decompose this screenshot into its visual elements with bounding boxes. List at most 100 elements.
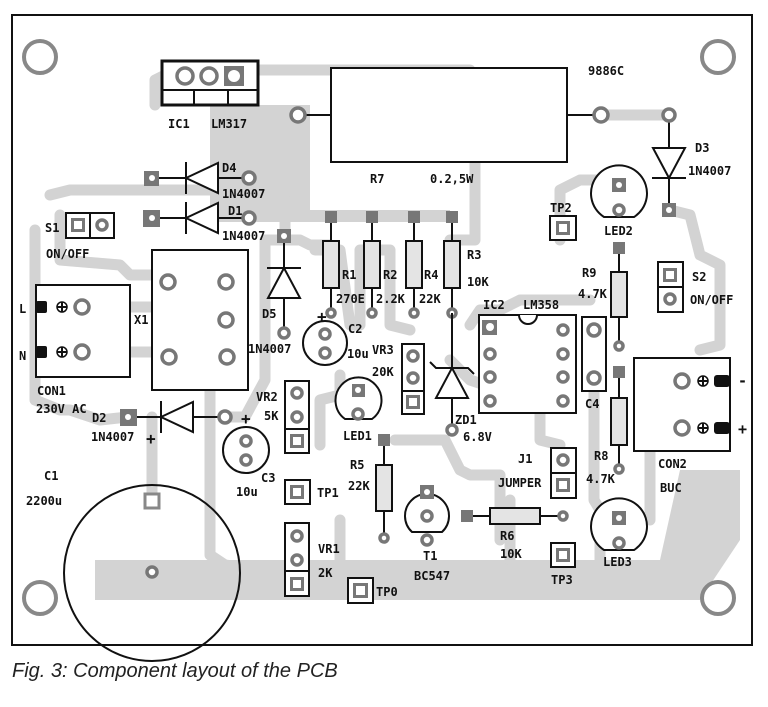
r5-label: R5 [350, 458, 364, 472]
ic2-part-label: LM358 [523, 298, 559, 312]
resistors-r1-r4 [322, 211, 461, 319]
r1-label: R1 [342, 268, 356, 282]
led3 [590, 497, 648, 551]
d3-diode [651, 107, 687, 217]
ic2-lm358 [478, 314, 577, 414]
r5-value-label: 22K [348, 479, 370, 493]
con2-connector [633, 357, 731, 452]
j1-jumper [550, 447, 577, 499]
c3-plus-label: + [241, 409, 251, 428]
r8-resistor [610, 366, 628, 475]
r4-value-label: 22K [419, 292, 441, 306]
d5-diode [266, 229, 302, 340]
x1-label: X1 [134, 313, 148, 327]
vr1-label: VR1 [318, 542, 340, 556]
mounting-hole [700, 39, 736, 75]
r7-value-label: 9886C [588, 64, 624, 78]
tp3-label: TP3 [551, 573, 573, 587]
c2-label: C2 [348, 322, 362, 336]
r7-rating-label: 0.2,5W [430, 172, 474, 186]
vr2-value-label: 5K [264, 409, 279, 423]
tp0-testpoint [347, 577, 374, 604]
s2-desc-label: ON/OFF [690, 293, 733, 307]
line-label: L [19, 302, 26, 316]
d1-part-label: 1N4007 [222, 229, 265, 243]
r8-label: R8 [594, 449, 608, 463]
r8-value-label: 4.7K [586, 472, 616, 486]
r4-label: R4 [424, 268, 438, 282]
led3-label: LED3 [603, 555, 632, 569]
c1-value-label: 2200u [26, 494, 62, 508]
r9-label: R9 [582, 266, 596, 280]
c1-plus-label: + [146, 429, 156, 448]
tp0-label: TP0 [376, 585, 398, 599]
d5-label: D5 [262, 307, 276, 321]
led1 [334, 376, 383, 421]
r6-label: R6 [500, 529, 514, 543]
con1-label: CON1 [37, 384, 66, 398]
tp2-testpoint [549, 215, 577, 241]
tp1-label: TP1 [317, 486, 339, 500]
r2-label: R2 [383, 268, 397, 282]
t1-transistor [404, 485, 450, 547]
c1-capacitor [63, 484, 241, 662]
mounting-hole [22, 39, 58, 75]
r1-value-label: 270E [336, 292, 365, 306]
led2-label: LED2 [604, 224, 633, 238]
c2-capacitor [302, 320, 348, 366]
zd1-zener [429, 313, 475, 437]
con1-connector [35, 284, 131, 378]
c2-plus-label: + [317, 307, 327, 326]
vr3-value-label: 20K [372, 365, 394, 379]
ic1-lm317 [160, 59, 260, 107]
c3-value-label: 10u [236, 485, 258, 499]
con2-label: CON2 [658, 457, 687, 471]
r9-resistor [610, 242, 628, 352]
r6-resistor [461, 507, 569, 525]
tp1-testpoint [284, 479, 311, 505]
d3-part-label: 1N4007 [688, 164, 731, 178]
s2-label: S2 [692, 270, 706, 284]
r7-resistor [289, 67, 610, 163]
c2-value-label: 10u [347, 347, 369, 361]
con2-desc-label: BUC [660, 481, 682, 495]
c3-capacitor [222, 426, 270, 474]
zd1-value-label: 6.8V [463, 430, 492, 444]
d1-label: D1 [228, 204, 242, 218]
c4-label: C4 [585, 397, 599, 411]
led2 [590, 164, 648, 218]
r9-value-label: 4.7K [578, 287, 608, 301]
led1-label: LED1 [343, 429, 372, 443]
vr3-trimmer [401, 343, 425, 415]
neutral-label: N [19, 349, 26, 363]
d4-diode [144, 161, 257, 195]
con2-plus-label: + [738, 420, 747, 438]
r3-label: R3 [467, 248, 481, 262]
s2-switch [657, 261, 684, 313]
ic2-label: IC2 [483, 298, 505, 312]
c3-label: C3 [261, 471, 275, 485]
r3-value-label: 10K [467, 275, 489, 289]
d4-part-label: 1N4007 [222, 187, 265, 201]
zd1-label: ZD1 [455, 413, 477, 427]
t1-part-label: BC547 [414, 569, 450, 583]
t1-label: T1 [423, 549, 437, 563]
r5-resistor [375, 434, 393, 544]
r7-label: R7 [370, 172, 384, 186]
vr2-label: VR2 [256, 390, 278, 404]
ic1-part-label: LM317 [211, 117, 247, 131]
s1-desc-label: ON/OFF [46, 247, 89, 261]
mounting-hole [22, 580, 58, 616]
c1-label: C1 [44, 469, 58, 483]
d2-label: D2 [92, 411, 106, 425]
x1-transformer [151, 249, 249, 391]
mounting-hole [700, 580, 736, 616]
tp3-testpoint [550, 542, 576, 568]
con1-desc-label: 230V AC [36, 402, 87, 416]
vr3-label: VR3 [372, 343, 394, 357]
d3-label: D3 [695, 141, 709, 155]
d2-diode [120, 400, 233, 434]
vr1-value-label: 2K [318, 566, 333, 580]
r2-value-label: 2.2K [376, 292, 406, 306]
r6-value-label: 10K [500, 547, 522, 561]
